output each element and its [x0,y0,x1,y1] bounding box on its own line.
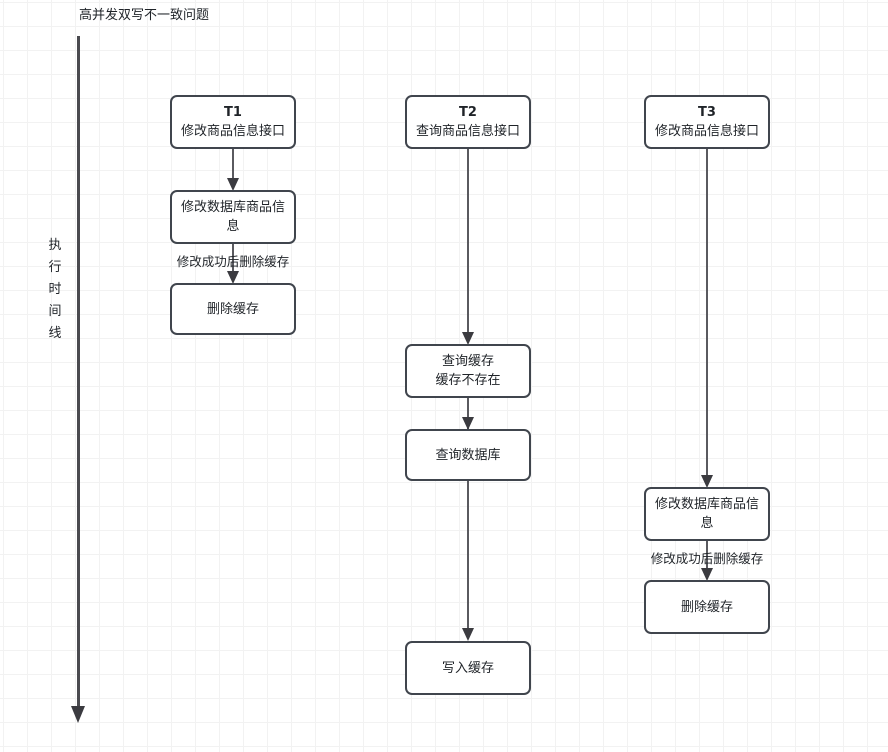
arrowhead-t3-modify [701,475,713,488]
arrowhead-t3-delete [701,568,713,581]
node-t3-header-id: T3 [698,105,716,120]
node-t1-modify-db[interactable]: 修改数据库商品信息 [170,190,296,244]
arrowhead-t2-query-cache [462,332,474,345]
timeline-label-char-3: 间 [48,304,62,319]
connector-t1-header-to-modify [232,149,234,185]
node-t2-header-id: T2 [459,105,477,120]
node-t3-modify-db[interactable]: 修改数据库商品信息 [644,487,770,541]
connector-t2-db-to-write-cache [467,481,469,636]
node-t2-query-cache[interactable]: 查询缓存 缓存不存在 [405,344,531,398]
connector-t2-header-to-query-cache [467,149,469,340]
node-t2-query-cache-text-0: 查询缓存 [441,354,494,369]
node-t1-delete-cache-text: 删除缓存 [206,301,259,317]
edge-label-t3-text: 修改成功后删除缓存 [650,551,764,566]
timeline-label-char-4: 线 [48,326,62,341]
edge-label-t1-delete-cache: 修改成功后删除缓存 [168,254,298,270]
node-t1-header[interactable]: T1 修改商品信息接口 [170,95,296,149]
node-t3-header[interactable]: T3 修改商品信息接口 [644,95,770,149]
node-t1-modify-db-text: 修改数据库商品信息 [180,200,285,234]
timeline-arrow-icon [71,706,85,723]
node-t3-delete-cache-text: 删除缓存 [680,599,733,615]
node-t3-delete-cache[interactable]: 删除缓存 [644,580,770,634]
arrowhead-t1-modify [227,178,239,191]
timeline-label-char-1: 行 [48,260,62,275]
node-t1-header-id: T1 [224,105,242,120]
connector-t3-header-to-modify [706,149,708,483]
node-t2-query-db-text: 查询数据库 [435,447,501,463]
node-t2-write-cache[interactable]: 写入缓存 [405,641,531,695]
connector-t2-cache-to-db [467,398,469,429]
connector-t3-modify-to-delete [706,541,708,579]
node-t3-header-text: 修改商品信息接口 [654,124,759,139]
timeline-label-char-2: 时 [48,282,62,297]
node-t2-header-text: 查询商品信息接口 [415,124,520,139]
edge-label-t1-text: 修改成功后删除缓存 [176,254,290,269]
node-t2-write-cache-text: 写入缓存 [441,660,494,676]
node-t3-modify-db-text: 修改数据库商品信息 [654,497,759,531]
node-t2-query-cache-text-1: 缓存不存在 [435,373,501,388]
arrowhead-t2-write-cache [462,628,474,641]
diagram-title: 高并发双写不一致问题 [79,8,210,23]
edge-label-t3-delete-cache: 修改成功后删除缓存 [642,551,772,567]
timeline-label-char-0: 执 [48,238,62,253]
node-t1-header-text: 修改商品信息接口 [180,124,285,139]
connector-t1-modify-to-delete [232,244,234,282]
timeline-axis-label: 执 行 时 间 线 [46,235,64,345]
arrowhead-t1-delete [227,271,239,284]
node-t2-header[interactable]: T2 查询商品信息接口 [405,95,531,149]
node-t1-delete-cache[interactable]: 删除缓存 [170,283,296,335]
arrowhead-t2-query-db [462,417,474,430]
node-t2-query-db[interactable]: 查询数据库 [405,429,531,481]
timeline-axis-line [77,36,80,710]
